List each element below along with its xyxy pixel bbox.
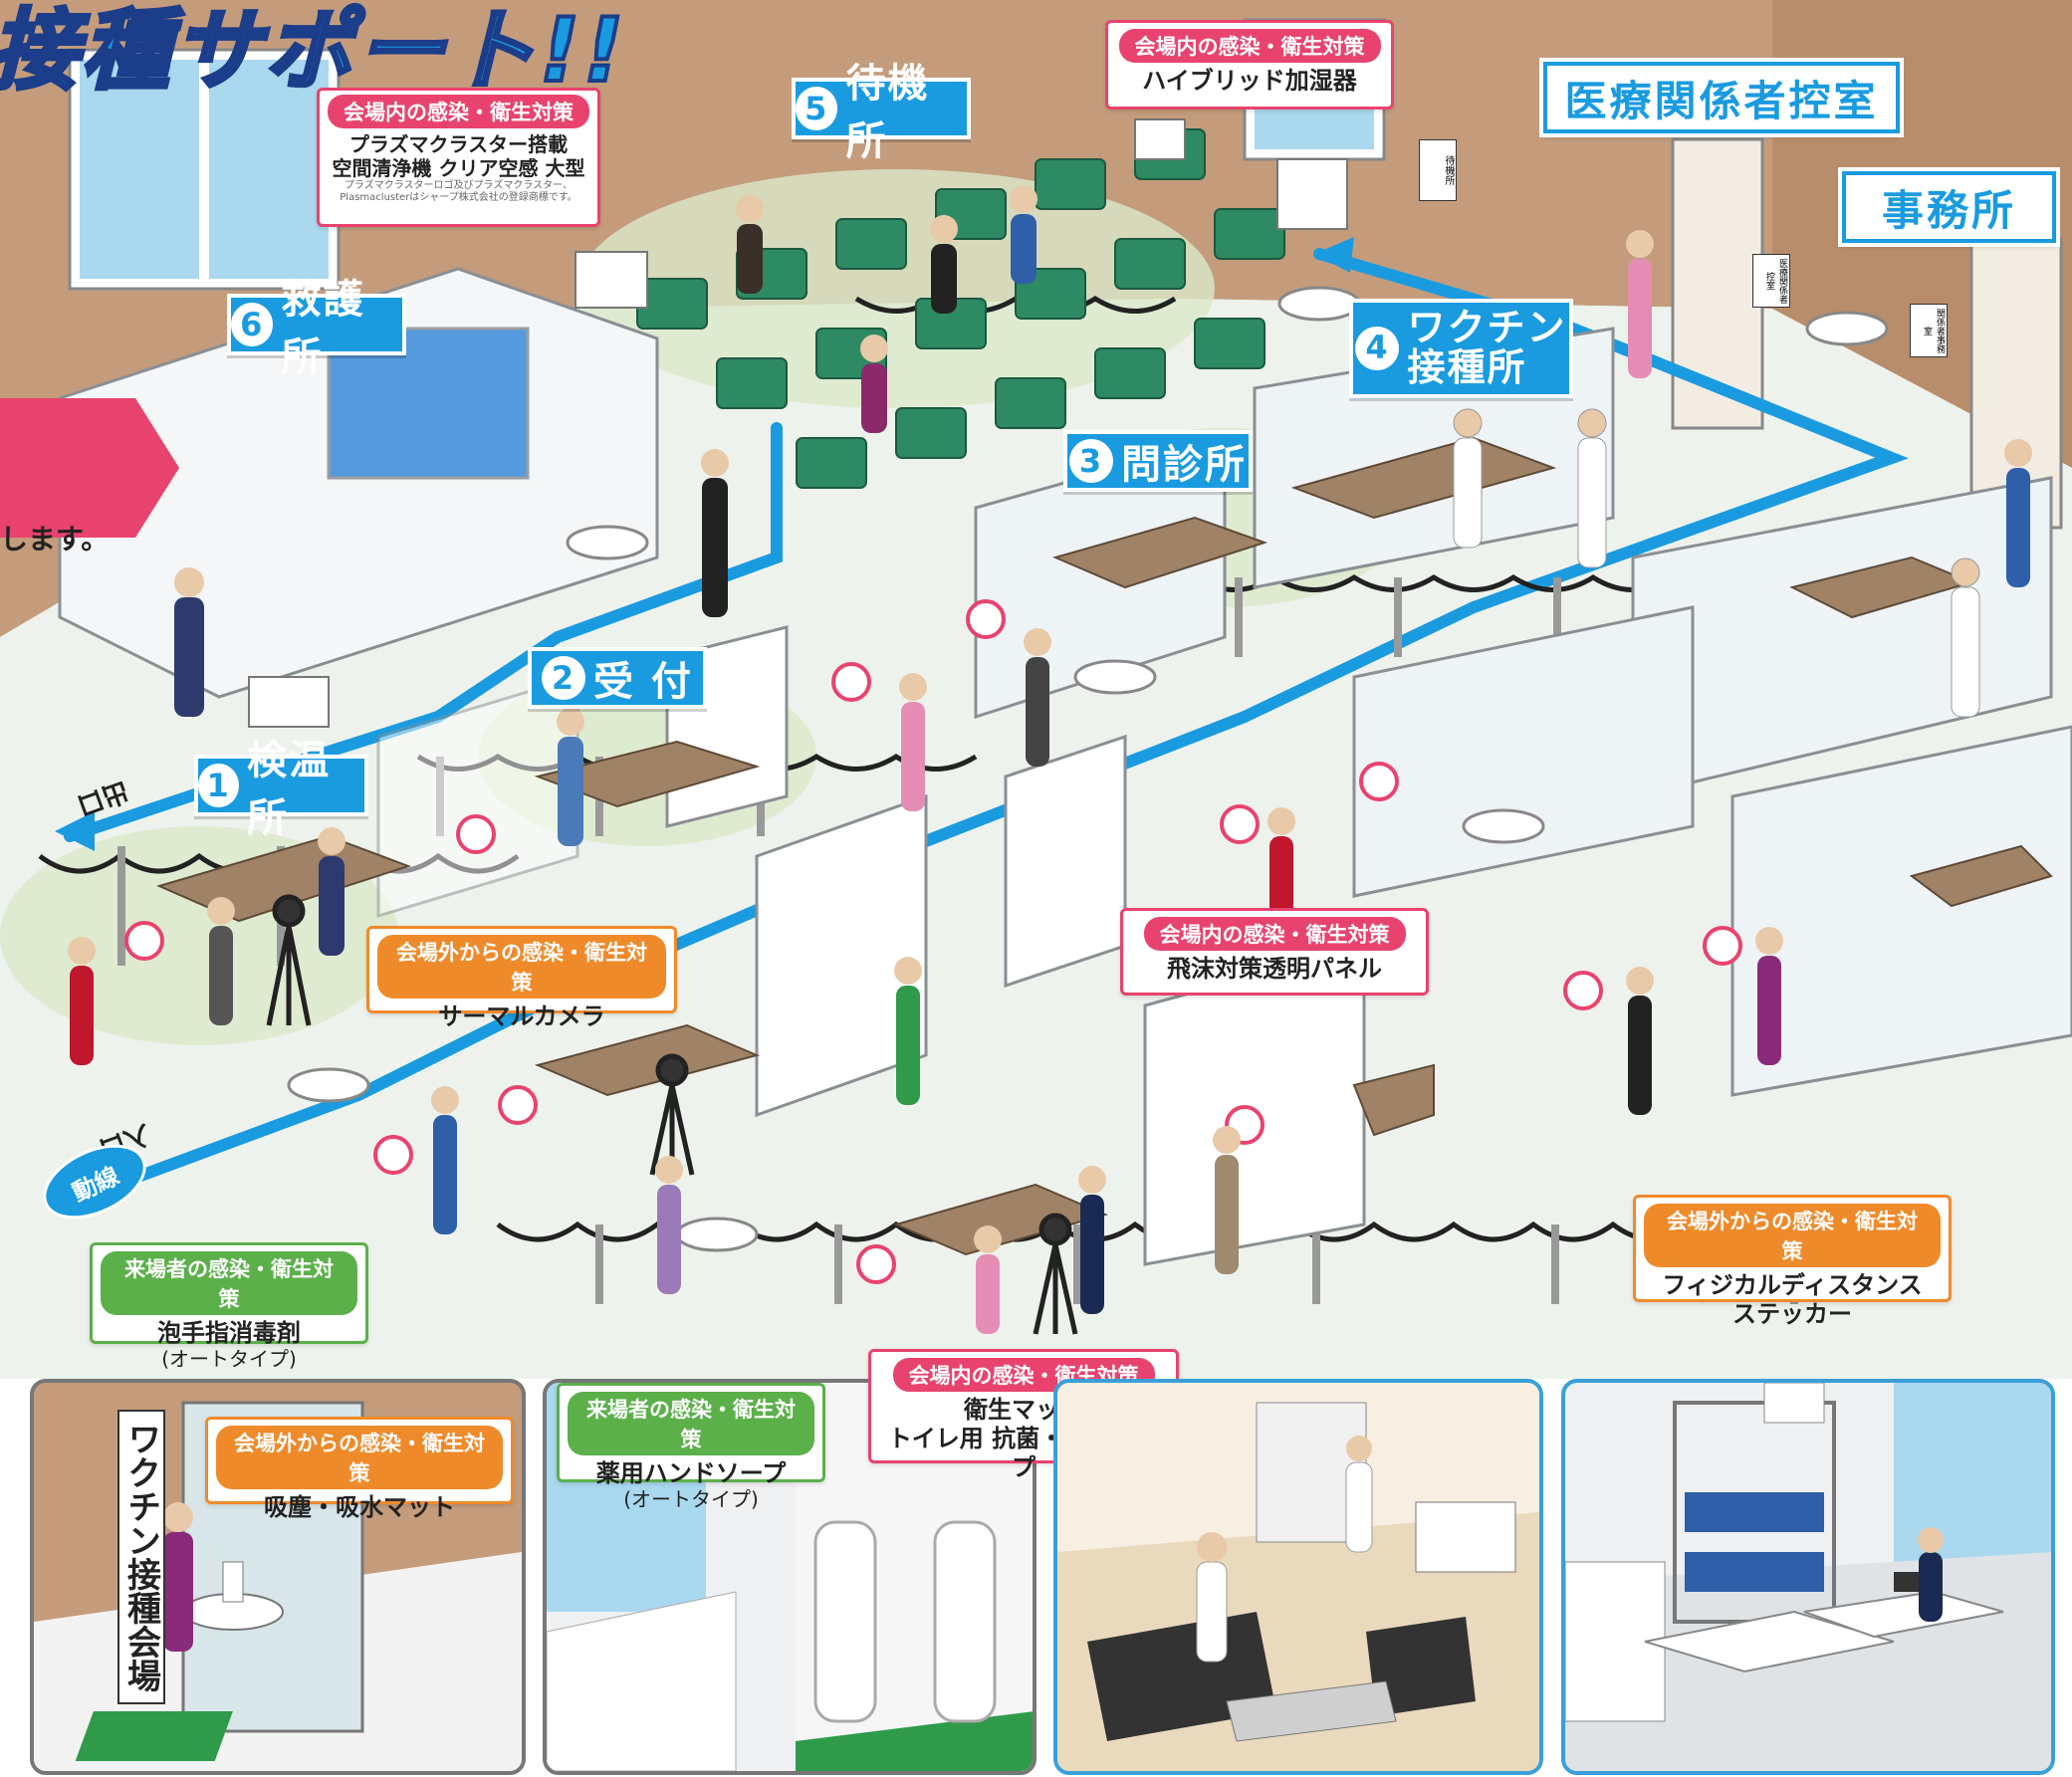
category-badge: 来場者の感染・衛生対策 <box>101 1251 357 1315</box>
category-badge: 会場外からの感染・衛生対策 <box>377 935 666 999</box>
callout-item: サーマルカメラ <box>438 1002 605 1030</box>
trademark-note-2: Plasmaclusterはシャープ株式会社の登録商標です。 <box>340 192 577 203</box>
callout-humidifier: 会場内の感染・衛生対策 ハイブリッド加湿器 <box>1105 20 1394 110</box>
category-badge: 会場外からの感染・衛生対策 <box>216 1426 503 1489</box>
callout-distance-sticker: 会場外からの感染・衛生対策 フィジカルディスタンス ステッカー <box>1633 1195 1952 1328</box>
callout-dust-mat: 会場外からの感染・衛生対策 吸塵・吸水マット <box>205 1417 514 1521</box>
callout-item-line1: フィジカルディスタンス <box>1662 1271 1923 1299</box>
panel-staff-lounge <box>1053 1379 1543 1775</box>
callout-item-line1: 薬用ハンドソープ <box>595 1459 787 1487</box>
banner-title: 接種サポート!! <box>0 0 628 104</box>
zone-number: 1 <box>198 764 240 807</box>
category-badge: 会場内の感染・衛生対策 <box>328 95 589 128</box>
entrance-vertical-sign: ワクチン接種会場 <box>117 1410 165 1704</box>
zone-name: 救護所 <box>281 277 365 380</box>
panel-washroom: 来場者の感染・衛生対策 薬用ハンドソープ (オートタイプ) <box>543 1379 1036 1775</box>
stand-sign-office: 関係者事務室 <box>1910 304 1948 357</box>
desks <box>156 436 2053 1256</box>
callout-item-line2: ステッカー <box>1732 1299 1852 1328</box>
distance-stickers <box>124 599 1742 1284</box>
callout-item: 吸塵・吸水マット <box>264 1493 455 1521</box>
humidifier <box>1276 158 1348 230</box>
zone-name: 待機所 <box>845 61 930 164</box>
people <box>68 185 2032 1334</box>
callout-hand-soap: 来場者の感染・衛生対策 薬用ハンドソープ (オートタイプ) <box>557 1383 825 1510</box>
zone-name: ワクチン 接種所 <box>1407 306 1567 389</box>
zone-label-vaccination: 4 ワクチン 接種所 <box>1349 299 1573 398</box>
room-sign-office: 事務所 <box>1842 171 2056 243</box>
callout-item: 飛沫対策透明パネル <box>1167 955 1382 983</box>
zone-number: 6 <box>231 303 274 346</box>
category-badge: 会場内の感染・衛生対策 <box>1143 917 1406 951</box>
callout-air-purifier: 会場内の感染・衛生対策 プラズマクラスター搭載 空間清浄機 クリア空感 大型 プ… <box>317 88 600 227</box>
category-badge: 会場外からの感染・衛生対策 <box>1644 1204 1941 1267</box>
zone-number: 5 <box>796 87 838 130</box>
zone-name: 検温所 <box>247 738 332 841</box>
notice-arrow <box>0 398 179 538</box>
panel-office <box>1561 1379 2055 1775</box>
panel-entrance: 会場外からの感染・衛生対策 吸塵・吸水マット <box>30 1379 526 1775</box>
zone-name: 受 付 <box>593 659 693 705</box>
trademark-note-1: プラズマクラスターロゴ及びプラズマクラスター、 <box>344 180 574 191</box>
callout-splash-panel: 会場内の感染・衛生対策 飛沫対策透明パネル <box>1120 908 1429 996</box>
zone-label-reception: 2 受 付 <box>528 647 707 709</box>
callout-item-line1: プラズマクラスター搭載 <box>348 132 569 156</box>
stand-sign-waiting: 待機所 <box>1419 139 1457 201</box>
callout-item-line2: (オートタイプ) <box>623 1486 759 1511</box>
callout-item-line2: (オートタイプ) <box>161 1346 297 1371</box>
notice-text: します。 <box>0 523 110 555</box>
zone-number: 4 <box>1355 327 1400 370</box>
category-badge: 来場者の感染・衛生対策 <box>568 1392 814 1455</box>
zone-label-first-aid: 6 救護所 <box>227 277 406 380</box>
zone-label-waiting: 5 待機所 <box>792 61 971 164</box>
callout-item-line2: 空間清浄機 クリア空感 大型 <box>332 156 585 180</box>
callout-hand-sanitizer: 来場者の感染・衛生対策 泡手指消毒剤 (オートタイプ) <box>90 1242 368 1370</box>
callout-item: ハイブリッド加湿器 <box>1142 67 1357 95</box>
callout-item-line1: 泡手指消毒剤 <box>157 1319 301 1347</box>
zone-number: 2 <box>542 656 586 700</box>
stand-sign-staff-room: 医療関係者控室 <box>1752 254 1790 308</box>
callout-thermal-camera: 会場外からの感染・衛生対策 サーマルカメラ <box>366 926 677 1030</box>
air-purifier <box>575 251 648 309</box>
zone-number: 3 <box>1069 439 1113 483</box>
zone-label-inquiry: 3 問診所 <box>1063 430 1253 492</box>
zone-label-temperature-check: 1 検温所 <box>194 738 368 841</box>
zone-name: 問診所 <box>1121 442 1247 488</box>
category-badge: 会場内の感染・衛生対策 <box>1118 29 1381 63</box>
room-sign-medical-staff: 医療関係者控室 <box>1543 62 1900 133</box>
